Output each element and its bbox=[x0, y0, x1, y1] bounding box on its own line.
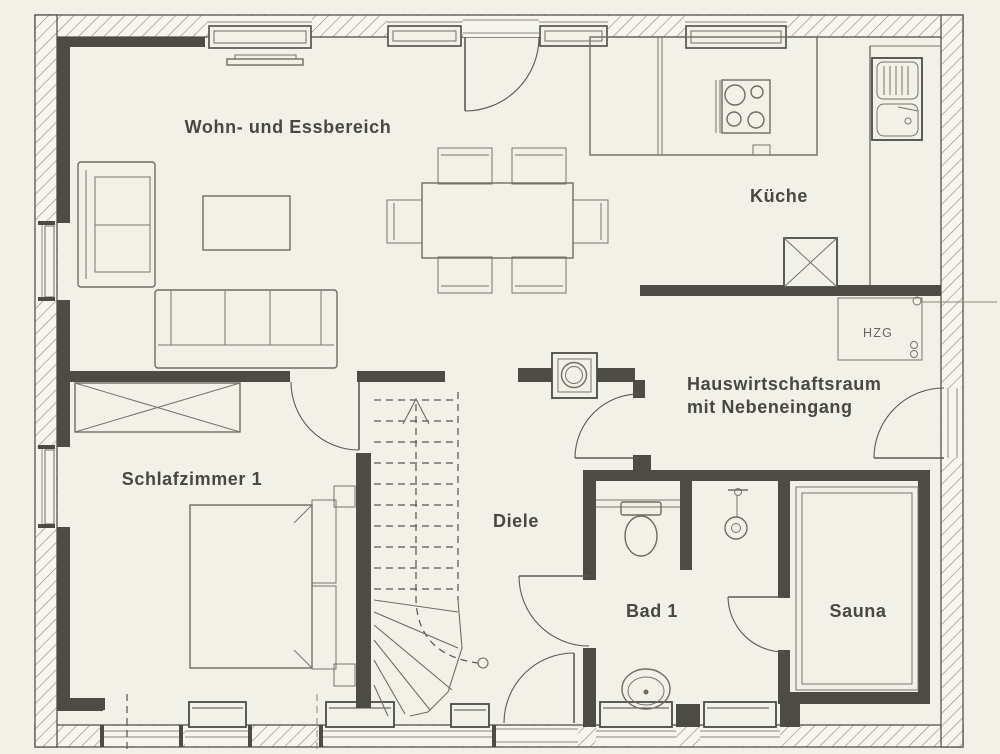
window bbox=[36, 221, 56, 528]
nightstand bbox=[333, 485, 356, 687]
interior-wall-lining bbox=[57, 37, 205, 710]
stair-up-arrow bbox=[402, 397, 430, 425]
room-label-hall: Diele bbox=[493, 511, 539, 531]
bed bbox=[189, 499, 337, 670]
side-entrance-arc bbox=[873, 387, 945, 459]
shower-icon bbox=[724, 488, 748, 540]
stair-walk-line bbox=[415, 404, 479, 664]
room-label-sauna: Sauna bbox=[829, 601, 886, 621]
bath-door bbox=[518, 575, 590, 647]
washbasin-icon bbox=[621, 668, 671, 710]
dining-table bbox=[421, 182, 574, 259]
entrance-door bbox=[463, 16, 540, 112]
armchair bbox=[77, 161, 156, 288]
stove-icon bbox=[715, 79, 771, 134]
kitchen-sink-icon bbox=[871, 57, 923, 141]
back-door-arc bbox=[503, 652, 575, 724]
room-label-living: Wohn- und Essbereich bbox=[185, 117, 392, 137]
radiator bbox=[599, 701, 673, 728]
chimney-icon bbox=[551, 352, 598, 399]
room-label-bedroom: Schlafzimmer 1 bbox=[122, 469, 262, 489]
sofa bbox=[154, 289, 338, 369]
interior-walls bbox=[57, 285, 941, 727]
window bbox=[208, 16, 787, 49]
bedroom-door bbox=[290, 381, 360, 451]
wardrobe bbox=[74, 382, 241, 433]
room-label-utility-line1: Hauswirtschaftsraum bbox=[687, 374, 881, 394]
toilet-icon bbox=[596, 499, 680, 557]
sauna-lining bbox=[795, 486, 919, 691]
back-door bbox=[496, 652, 578, 746]
coffee-table bbox=[202, 195, 291, 251]
tv bbox=[226, 54, 304, 66]
radiator bbox=[703, 701, 777, 728]
entrance-door-arc bbox=[464, 36, 540, 112]
side-entrance-door bbox=[873, 387, 962, 459]
shaft bbox=[783, 237, 838, 288]
room-label-bath: Bad 1 bbox=[626, 601, 678, 621]
sauna-door bbox=[727, 596, 785, 653]
heater-unit: HZG bbox=[837, 296, 997, 361]
radiator bbox=[188, 701, 247, 728]
heater-label: HZG bbox=[863, 326, 893, 340]
room-label-utility-line2: mit Nebeneingang bbox=[687, 397, 853, 417]
kitchen-counter bbox=[589, 36, 941, 285]
window bbox=[100, 701, 780, 747]
stairs bbox=[373, 392, 489, 717]
room-label-kitchen: Küche bbox=[750, 186, 808, 206]
radiator bbox=[450, 703, 490, 728]
dining-chair bbox=[386, 147, 609, 294]
utility-room-door bbox=[574, 393, 640, 459]
